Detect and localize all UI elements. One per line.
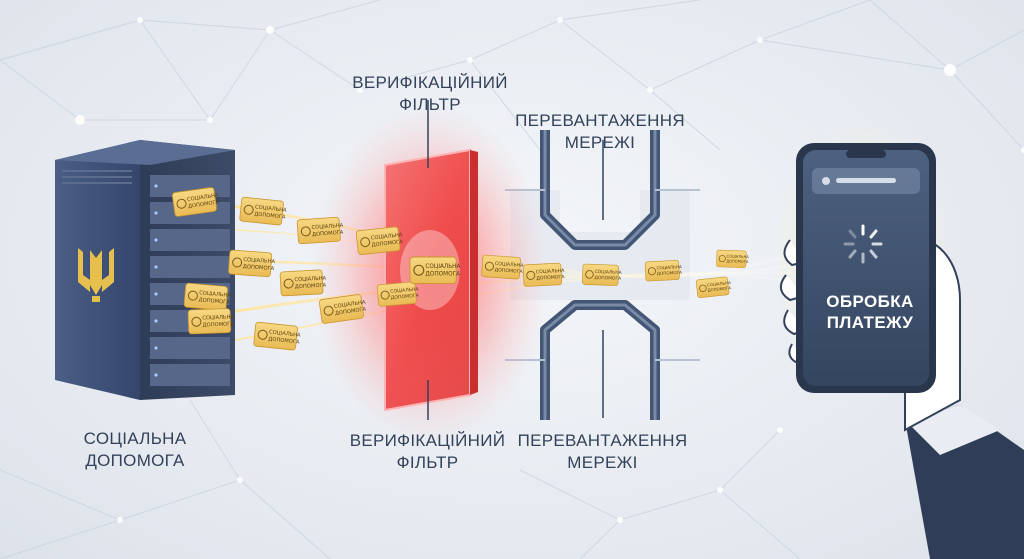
card-emblem-icon (283, 278, 294, 289)
card-emblem-icon (232, 257, 243, 268)
card-text: ДОПОМОГА (335, 306, 367, 316)
card-text: СОЦІАЛЬНА (425, 264, 460, 270)
card-emblem-icon (300, 226, 311, 237)
network-label-top-line-2: МЕРЕЖІ (564, 133, 636, 152)
card-text: ДОПОМОГА (707, 285, 731, 292)
card-text: ДОПОМОГА (594, 275, 621, 282)
card-text: СОЦІАЛЬНА (595, 269, 622, 276)
card-text: СОЦІАЛЬНА (202, 314, 234, 321)
card-emblem-icon (585, 270, 594, 279)
card-text: ДОПОМОГА (202, 321, 234, 328)
card-emblem-icon (699, 284, 707, 293)
card-emblem-icon (484, 261, 494, 271)
card-text: СОЦІАЛЬНА (707, 280, 732, 287)
filter-label-bottom: ВЕРИФІКАЦІЙНИЙ ФІЛЬТР (345, 430, 510, 474)
card-text: СОЦІАЛЬНА (371, 232, 404, 241)
card-text: СОЦІАЛЬНА (656, 264, 682, 270)
card-emblem-icon (176, 198, 187, 209)
server-rack-icon (55, 140, 235, 400)
card-text: ДОПОМОГА (371, 239, 403, 248)
card-text: СОЦІАЛЬНА (255, 204, 288, 213)
card-text: ДОПОМОГА (188, 199, 220, 209)
smartphone-icon (796, 143, 936, 393)
card-text: ДОПОМОГА (391, 293, 420, 302)
network-label-top-line-1: ПЕРЕВАНТАЖЕННЯ (515, 111, 685, 130)
loading-spinner-icon (843, 224, 883, 264)
server-label: СОЦІАЛЬНА ДОПОМОГА (60, 428, 210, 472)
card-emblem-icon (191, 316, 202, 327)
card-text: ДОПОМОГА (312, 230, 344, 238)
card-text: ДОПОМОГА (198, 297, 230, 306)
card-text: СОЦІАЛЬНА (243, 257, 276, 265)
card-text: ДОПОМОГА (425, 272, 460, 278)
card-emblem-icon (360, 237, 371, 248)
card-emblem-icon (323, 305, 334, 316)
card-emblem-icon (413, 264, 425, 276)
card-text: ДОПОМОГА (536, 274, 565, 282)
card-text: СОЦІАЛЬНА (187, 193, 220, 203)
card-emblem-icon (243, 204, 254, 215)
payment-card: СОЦІАЛЬНА ДОПОМОГА (409, 256, 460, 284)
server-label-line-1: СОЦІАЛЬНА (83, 429, 187, 448)
card-text: СОЦІАЛЬНА (294, 276, 326, 284)
card-text: СОЦІАЛЬНА (390, 286, 420, 295)
ukraine-trident-icon (78, 248, 114, 302)
card-text: СОЦІАЛЬНА (334, 300, 367, 310)
card-emblem-icon (526, 270, 536, 280)
filter-label-bottom-line-1: ВЕРИФІКАЦІЙНИЙ (349, 431, 506, 450)
card-emblem-icon (718, 255, 726, 263)
network-label-bottom-line-1: ПЕРЕВАНТАЖЕННЯ (517, 431, 688, 450)
card-text: СОЦІАЛЬНА (199, 290, 232, 299)
card-text: СОЦІАЛЬНА (536, 268, 566, 276)
card-text: ДОПОМОГА (494, 267, 523, 275)
card-text: СОЦІАЛЬНА (727, 254, 750, 259)
card-text: СОЦІАЛЬНА (495, 261, 525, 269)
card-text: ДОПОМОГА (295, 283, 327, 291)
phone-status-label: ОБРОБКА ПЛАТЕЖУ (815, 291, 925, 333)
phone-group (772, 120, 1024, 559)
phone-status-line-2: ПЛАТЕЖУ (826, 313, 914, 332)
filter-label-top-line-1: ВЕРИФІКАЦІЙНИЙ (352, 73, 508, 92)
background-nodes (75, 17, 1024, 523)
card-text: СОЦІАЛЬНА (269, 329, 302, 338)
filter-label-top: ВЕРИФІКАЦІЙНИЙ ФІЛЬТР (350, 72, 510, 116)
card-text: СОЦІАЛЬНА (311, 223, 344, 231)
network-label-top: ПЕРЕВАНТАЖЕННЯ МЕРЕЖІ (515, 110, 685, 154)
card-text: ДОПОМОГА (243, 264, 275, 272)
server-label-line-2: ДОПОМОГА (85, 451, 185, 470)
card-emblem-icon (257, 329, 268, 340)
card-text: ДОПОМОГА (254, 211, 286, 220)
card-text: ДОПОМОГА (726, 259, 749, 264)
filter-label-top-line-2: ФІЛЬТР (399, 95, 461, 114)
card-text: ДОПОМОГА (657, 270, 683, 276)
network-label-bottom: ПЕРЕВАНТАЖЕННЯ МЕРЕЖІ (515, 430, 690, 474)
card-text: ДОПОМОГА (268, 336, 300, 345)
card-emblem-icon (187, 290, 198, 301)
network-label-bottom-line-2: МЕРЕЖІ (567, 453, 638, 472)
filter-label-bottom-line-2: ФІЛЬТР (396, 453, 459, 472)
card-emblem-icon (380, 290, 390, 300)
server-leds (154, 184, 158, 377)
phone-status-line-1: ОБРОБКА (826, 292, 914, 311)
card-emblem-icon (647, 267, 656, 276)
